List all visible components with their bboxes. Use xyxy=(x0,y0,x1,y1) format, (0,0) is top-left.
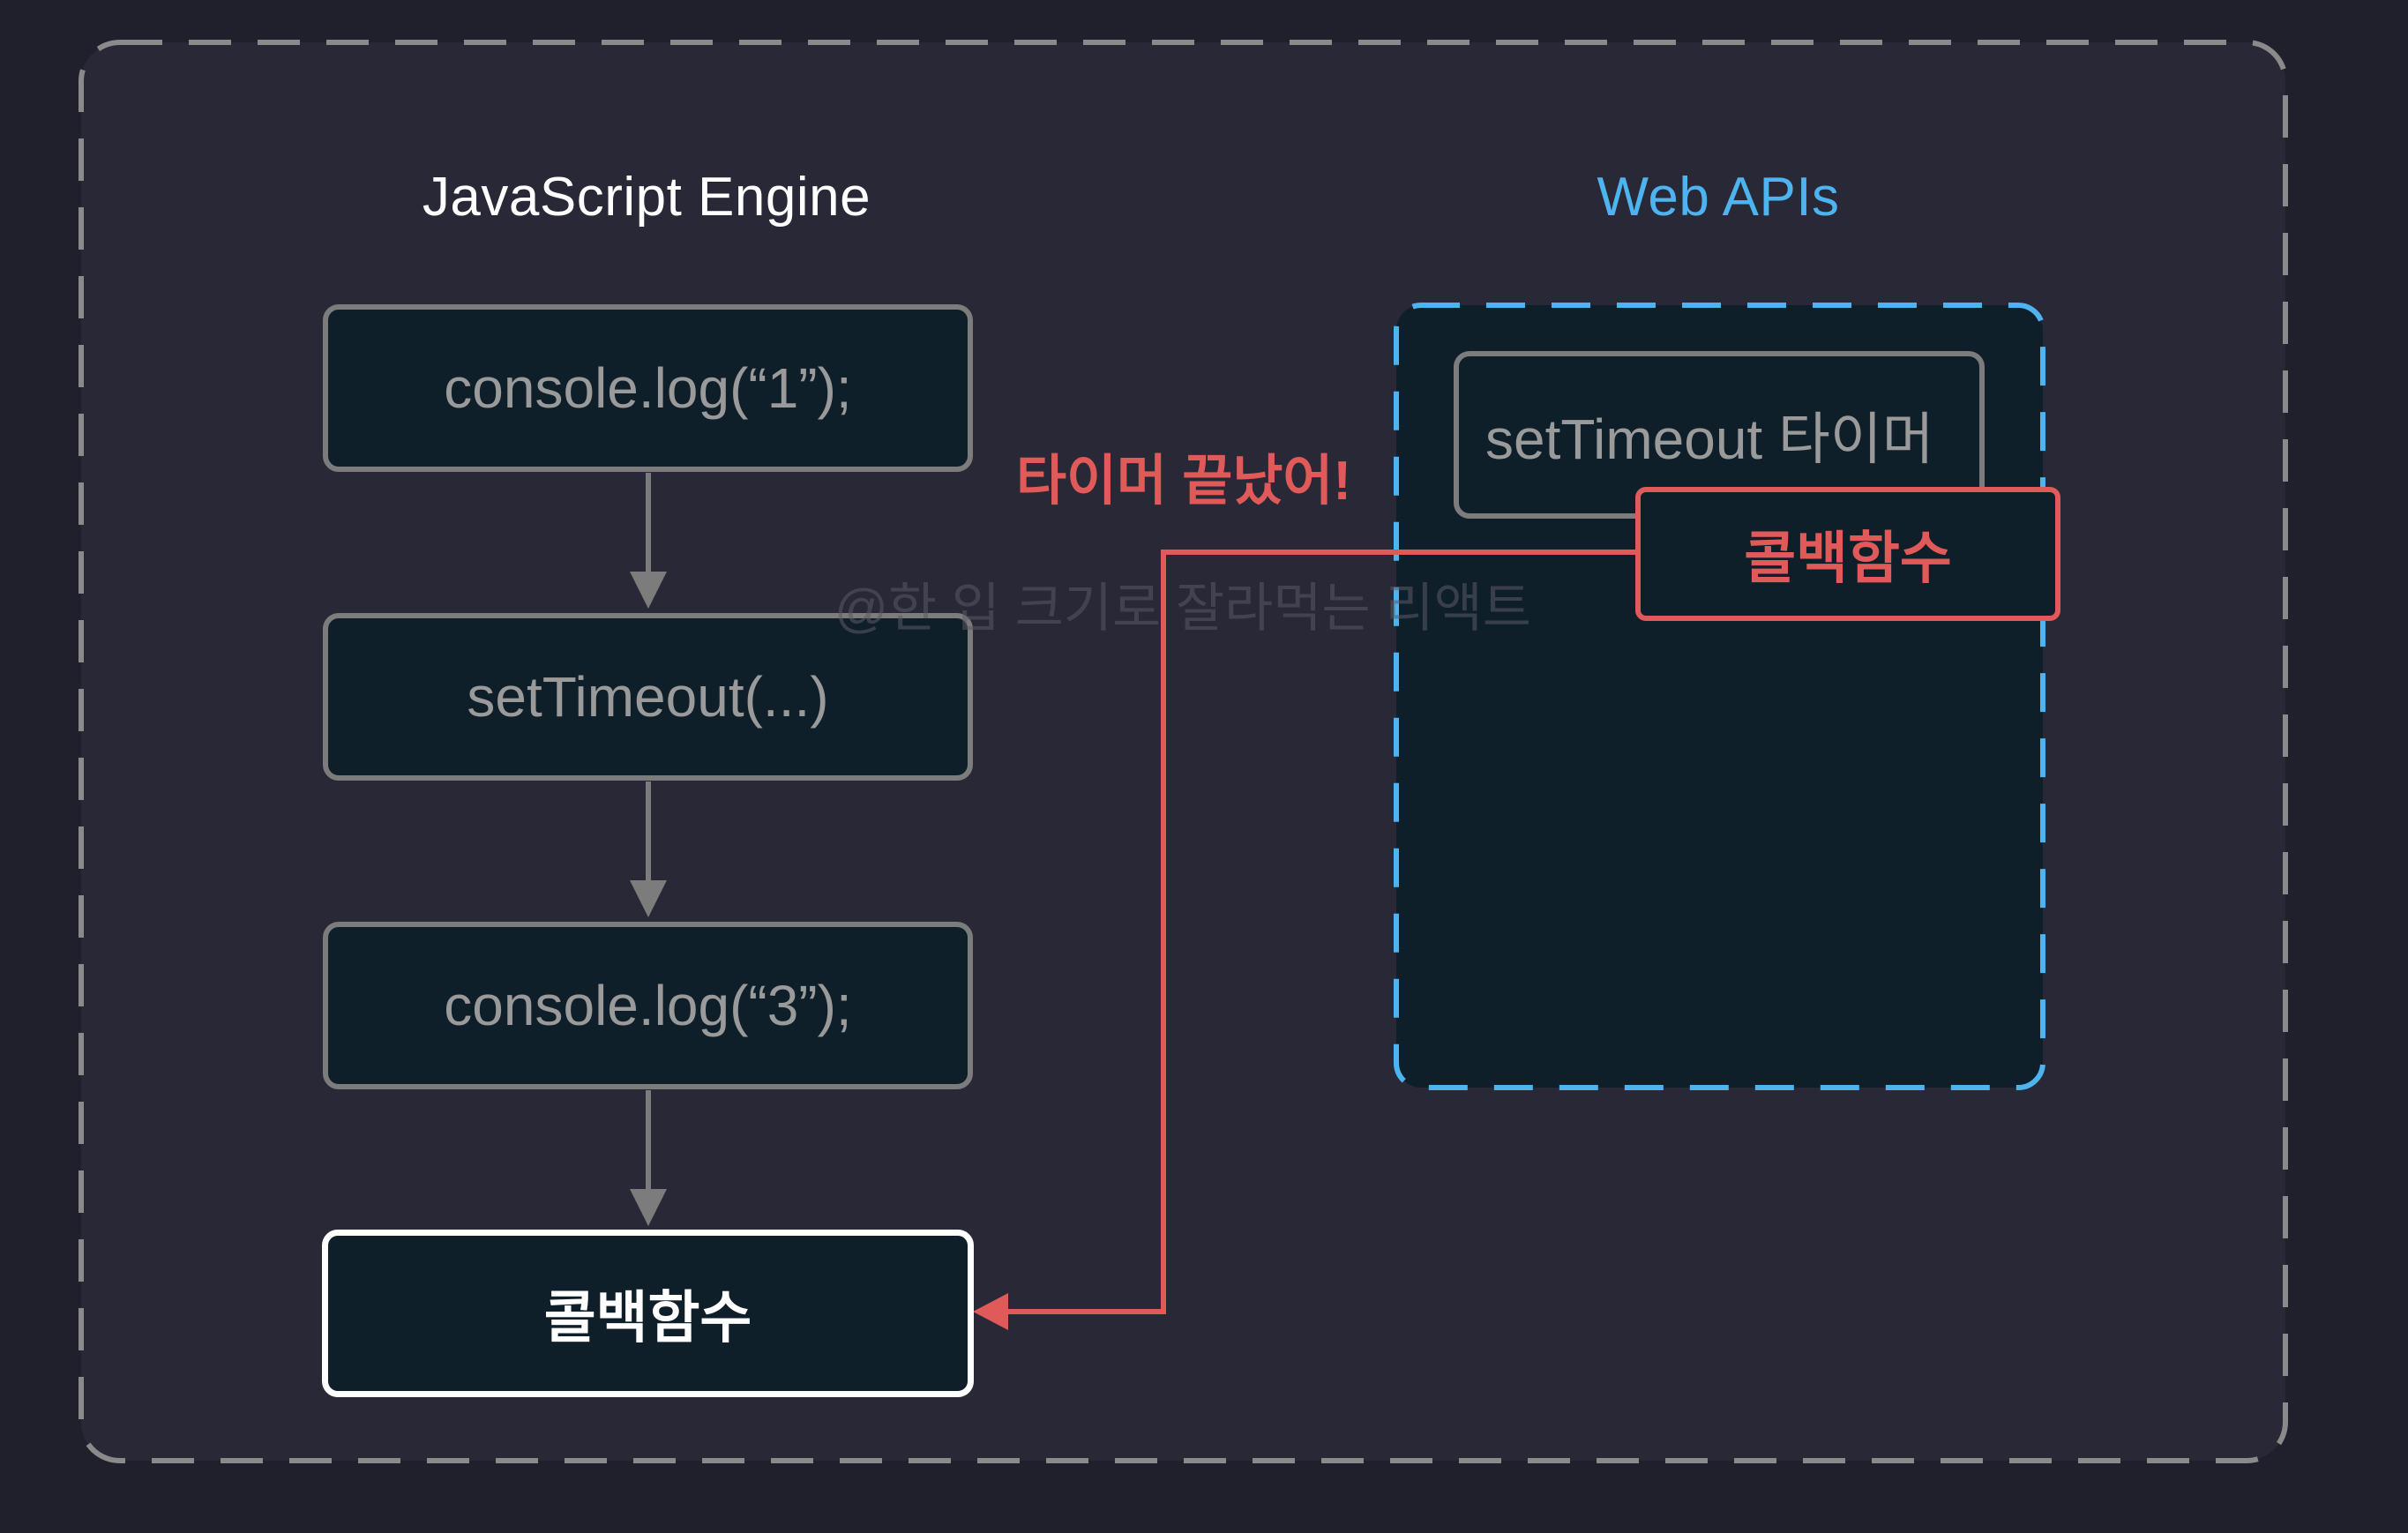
return-arrowhead xyxy=(973,1293,1008,1330)
callback-return-path xyxy=(973,550,1639,1330)
web-api-callback-box: 콜백함수 xyxy=(1635,487,2060,621)
engine-title: JavaScript Engine xyxy=(422,167,871,228)
engine-callback-box: 콜백함수 xyxy=(322,1230,974,1397)
arrowhead-step2 xyxy=(630,572,667,609)
web-apis-title: Web APIs xyxy=(1597,167,1840,228)
engine-step-set-timeout: setTimeout(...) xyxy=(323,613,973,781)
timer-done-label: 타이머 끝났어! xyxy=(1015,451,1352,512)
flow-arrows xyxy=(630,473,667,1226)
arrowhead-step3 xyxy=(630,880,667,917)
engine-step-console-log-1: console.log(“1”); xyxy=(323,304,973,472)
watermark: @한 입 크기로 잘라먹는 리액트 xyxy=(834,579,1531,638)
engine-step-console-log-3: console.log(“3”); xyxy=(323,922,973,1089)
arrowhead-callback xyxy=(630,1189,667,1226)
